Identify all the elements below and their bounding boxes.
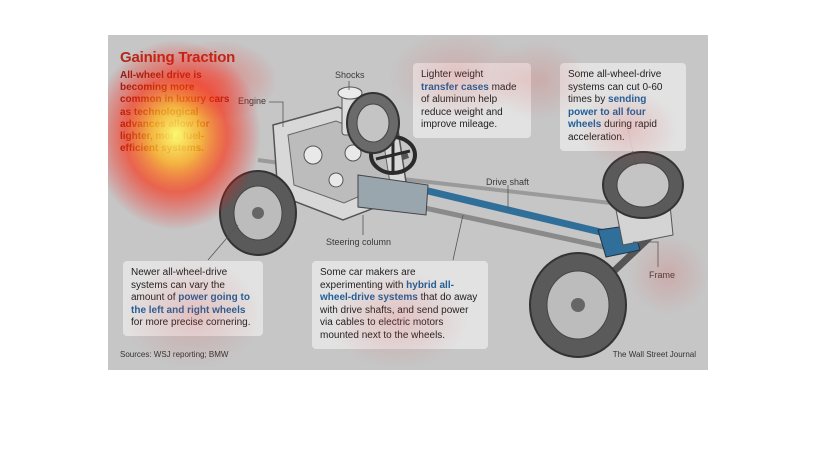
rear-right-wheel: [602, 151, 684, 219]
rear-left-wheel: [529, 252, 627, 358]
callout-highlight: transfer cases: [421, 81, 489, 93]
publisher-credit: The Wall Street Journal: [612, 350, 696, 359]
front-right-wheel: [346, 92, 400, 154]
cornering-callout: Newer all-wheel-drive systems can vary t…: [123, 261, 263, 336]
callout-text: Lighter weight: [421, 69, 484, 80]
drive-shaft-label: Drive shaft: [486, 177, 530, 187]
page-title: Gaining Traction: [120, 49, 236, 66]
leader-line: [452, 214, 464, 261]
engine-label: Engine: [238, 96, 267, 106]
transfer-case-callout: Lighter weight transfer cases made of al…: [413, 63, 531, 138]
intro-text: All-wheel drive is becoming more common …: [120, 70, 230, 155]
sources-credit: Sources: WSJ reporting; BMW: [120, 350, 229, 359]
callout-text: for more precise cornering.: [131, 317, 251, 329]
hybrid-callout: Some car makers are experimenting with h…: [312, 261, 488, 349]
front-left-wheel: [219, 170, 297, 256]
infographic-panel: Gaining Traction All-wheel drive is beco…: [108, 35, 708, 370]
callout-text: Some car makers are experimenting with: [320, 267, 416, 291]
steering-column-label: Steering column: [326, 237, 392, 247]
frame-label: Frame: [649, 270, 676, 280]
transmission: [357, 174, 429, 216]
shocks-label: Shocks: [335, 70, 365, 80]
acceleration-callout: Some all-wheel-drive systems can cut 0-6…: [560, 63, 686, 151]
leader-line: [207, 224, 239, 261]
